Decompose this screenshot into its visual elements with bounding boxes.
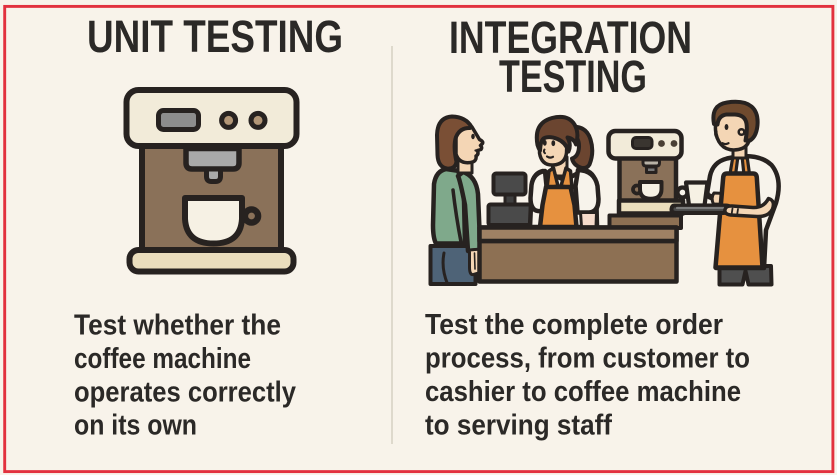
- svg-text:on its own: on its own: [74, 409, 197, 441]
- svg-text:coffee machine: coffee machine: [74, 343, 251, 375]
- svg-text:Test the complete order: Test the complete order: [425, 309, 723, 341]
- svg-text:UNIT TESTING: UNIT TESTING: [87, 11, 343, 62]
- svg-text:to serving staff: to serving staff: [425, 409, 612, 441]
- svg-text:cashier to coffee machine: cashier to coffee machine: [425, 376, 741, 408]
- svg-text:TESTING: TESTING: [499, 51, 647, 102]
- svg-text:process, from customer to: process, from customer to: [425, 343, 750, 375]
- svg-text:INTEGRATION: INTEGRATION: [449, 12, 692, 63]
- svg-text:Test whether the: Test whether the: [74, 310, 281, 342]
- svg-text:operates correctly: operates correctly: [74, 376, 296, 408]
